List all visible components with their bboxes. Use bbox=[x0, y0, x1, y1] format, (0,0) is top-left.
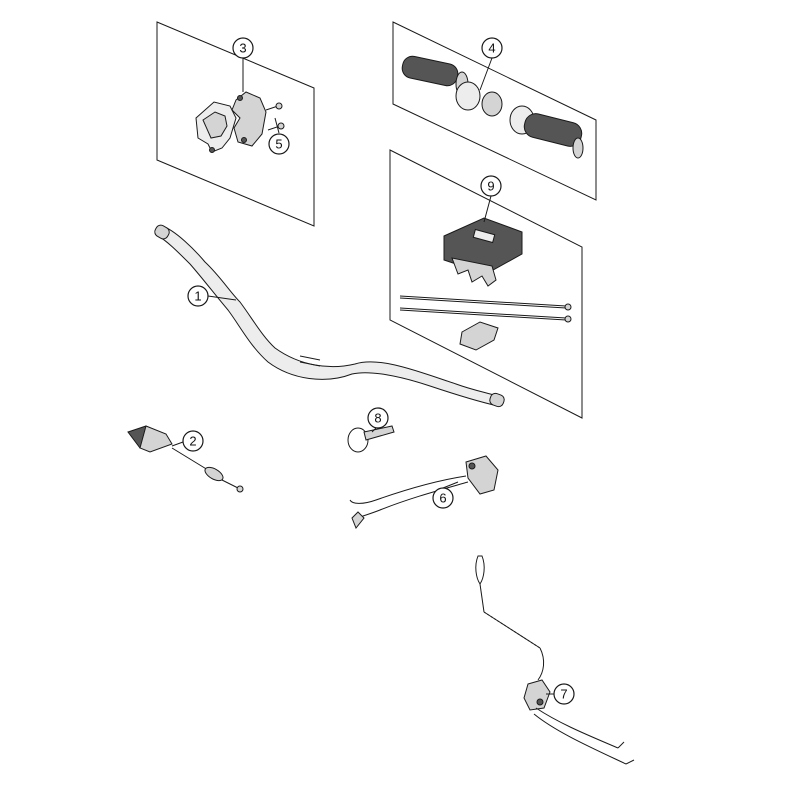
callout-8-circle bbox=[367, 407, 389, 429]
callout-2-label: 2 bbox=[189, 434, 196, 449]
callout-7-circle bbox=[553, 683, 575, 705]
clamp-screws bbox=[265, 102, 285, 131]
callout-5-label: 5 bbox=[275, 137, 282, 152]
callout-7-label: 7 bbox=[560, 687, 567, 702]
callout-2-circle bbox=[182, 430, 204, 452]
part-7-lanyard: 7 bbox=[475, 555, 635, 765]
callout-4-circle bbox=[481, 37, 503, 59]
panel-bar-pad: 9 bbox=[389, 149, 583, 419]
callout-9-circle bbox=[480, 175, 502, 197]
callout-4-label: 4 bbox=[488, 41, 495, 56]
pad-clip bbox=[459, 321, 499, 351]
panel-grips: 4 bbox=[392, 21, 597, 201]
part-2-cable: 2 bbox=[127, 425, 244, 493]
callout-9-label: 9 bbox=[487, 179, 494, 194]
clamp-part bbox=[195, 91, 267, 153]
callout-8-label: 8 bbox=[374, 411, 381, 426]
callout-5-circle bbox=[268, 133, 290, 155]
callout-3-label: 3 bbox=[239, 41, 246, 56]
callout-3-circle bbox=[232, 37, 254, 59]
callout-6-label: 6 bbox=[439, 491, 446, 506]
part-8-strap: 8 bbox=[347, 407, 395, 453]
panel-clamp: 3 5 bbox=[156, 21, 315, 227]
bar-pad bbox=[443, 217, 523, 287]
coil-spring bbox=[483, 611, 541, 649]
handlebar: 1 bbox=[154, 224, 505, 408]
right-grip bbox=[523, 113, 584, 159]
callout-1-circle bbox=[187, 285, 209, 307]
part-6-switch: 6 bbox=[349, 455, 499, 529]
throttle-tube bbox=[455, 81, 535, 135]
callout-6-circle bbox=[432, 487, 454, 509]
cable-ties bbox=[399, 295, 572, 323]
callout-1-label: 1 bbox=[194, 289, 201, 304]
